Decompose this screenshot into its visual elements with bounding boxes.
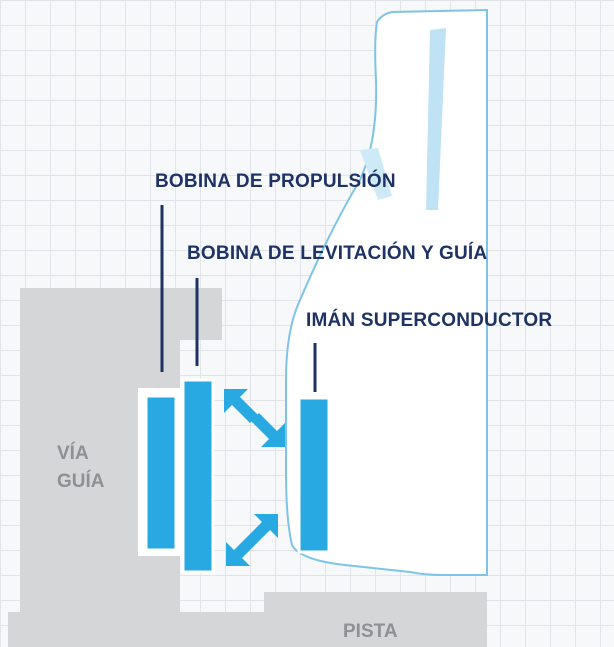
attraction-arrows <box>224 389 285 447</box>
train-glare <box>360 148 392 200</box>
label-track: PISTA <box>343 621 398 642</box>
label-levitation-coil: BOBINA DE LEVITACIÓN Y GUÍA <box>187 243 488 264</box>
label-propulsion-coil: BOBINA DE PROPULSIÓN <box>155 171 396 192</box>
label-guideway-line2: GUÍA <box>57 471 105 492</box>
superconducting-magnet <box>297 396 331 554</box>
label-guideway: VÍA GUÍA <box>57 440 105 496</box>
label-guideway-line1: VÍA <box>57 443 89 464</box>
guideway-structure <box>8 288 487 647</box>
levitation-coil <box>181 378 215 574</box>
repulsion-arrow <box>226 514 278 566</box>
train-window-reflection <box>426 28 446 210</box>
label-superconducting-magnet: IMÁN SUPERCONDUCTOR <box>306 310 553 331</box>
propulsion-coil <box>144 394 178 552</box>
